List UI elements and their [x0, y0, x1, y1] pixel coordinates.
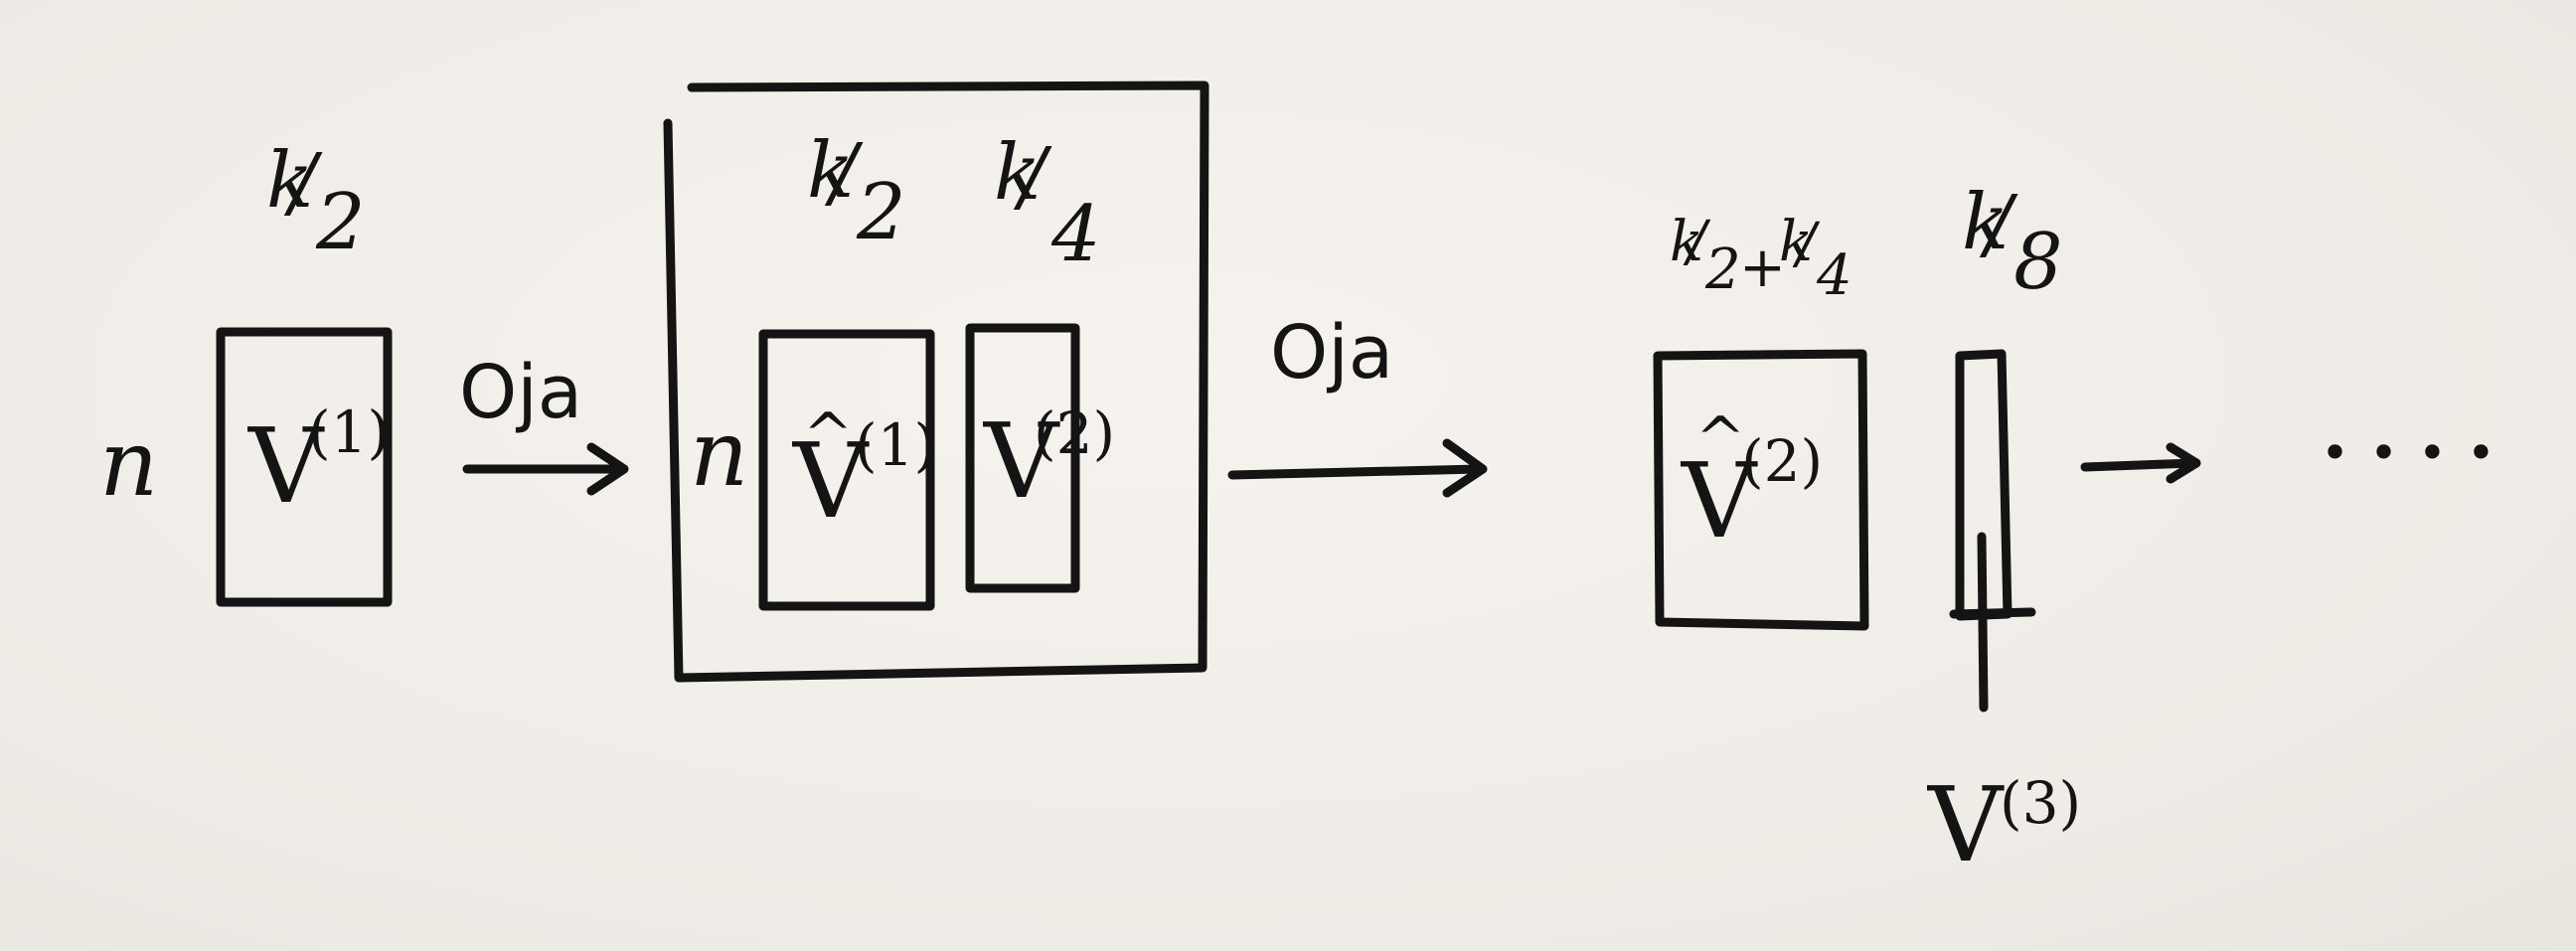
- stage-1: k / 2 n V (1): [99, 136, 393, 607]
- matrix-v2-superscript: (2): [1034, 399, 1115, 467]
- ellipsis: ....: [2318, 356, 2512, 483]
- matrix-v1-hat-superscript: (1): [855, 411, 936, 479]
- matrix-v2-hat-box: [1653, 349, 1869, 631]
- matrix-v1-hat-box: [758, 329, 935, 611]
- matrix-v1-base: V: [246, 405, 325, 527]
- matrix-v2-hat-base: V: [1680, 440, 1758, 561]
- stage-2: k / 2 k / 4 n ^ V (1) V (2): [663, 80, 1209, 683]
- arrow-3: ....: [2080, 356, 2512, 484]
- stage2-left-width-numerator: k: [807, 126, 854, 216]
- matrix-v1-superscript: (1): [308, 398, 390, 466]
- stage1-rows-label: n: [99, 410, 158, 517]
- stage1-width-denominator: 2: [315, 178, 366, 267]
- matrix-v1-hat-base: V: [791, 420, 870, 542]
- matrix-v2-hat-mark: ^: [1695, 404, 1745, 474]
- stage2-left-width-label: k / 2: [807, 126, 906, 257]
- matrix-v3-superscript: (3): [2000, 769, 2081, 837]
- arrow-2: Oja: [1227, 310, 1488, 498]
- stage1-width-label: k / 2: [266, 136, 366, 267]
- stage3-right-width-label: k / 8: [1962, 178, 2063, 307]
- matrix-v1-hat-mark: ^: [803, 400, 853, 470]
- stage2-rows-label: n: [690, 400, 748, 507]
- stage2-right-width-label: k / 4: [994, 128, 1101, 279]
- arrow-1: Oja: [459, 350, 629, 496]
- stage3-right-width-numerator: k: [1962, 178, 2009, 267]
- stage2-right-width-numerator: k: [994, 128, 1041, 218]
- arrow3-shaft: [2080, 458, 2199, 472]
- stage2-right-width-denominator: 4: [1050, 190, 1101, 279]
- matrix-v2-box: [965, 323, 1080, 593]
- stage3-width-den2: 4: [1816, 243, 1852, 308]
- arrow2-head: [1442, 438, 1488, 498]
- stage3-width-plus: +: [1739, 236, 1786, 300]
- stage3-width-num1: k: [1670, 210, 1703, 274]
- arrow1-label: Oja: [459, 350, 582, 435]
- arrow2-shaft: [1227, 464, 1484, 480]
- stage3-width-num2: k: [1779, 210, 1813, 274]
- stage2-left-width-denominator: 2: [856, 168, 906, 257]
- matrix-v3-base: V: [1926, 764, 2005, 885]
- arrow3-head: [2166, 442, 2201, 484]
- matrix-v2-hat-superscript: (2): [1741, 427, 1823, 495]
- stage2-frame: [663, 80, 1209, 683]
- matrix-v2-base: V: [982, 400, 1060, 522]
- arrow1-head: [586, 442, 629, 496]
- matrix-v3-pointer-line: [1977, 532, 1989, 713]
- stage1-width-numerator: k: [266, 136, 313, 226]
- stage3-right-width-denominator: 8: [2013, 218, 2063, 307]
- arrow2-label: Oja: [1270, 310, 1393, 396]
- stage-3: k / 2 + k / 4 k / 8 ^ V (2) V (3): [1653, 178, 2081, 885]
- stage3-left-width-label: k / 2 + k / 4: [1670, 210, 1852, 308]
- matrix-v1-box: [216, 327, 393, 607]
- stage3-width-den1: 2: [1704, 238, 1741, 302]
- matrix-v3-bottom-tick: [1949, 607, 2036, 619]
